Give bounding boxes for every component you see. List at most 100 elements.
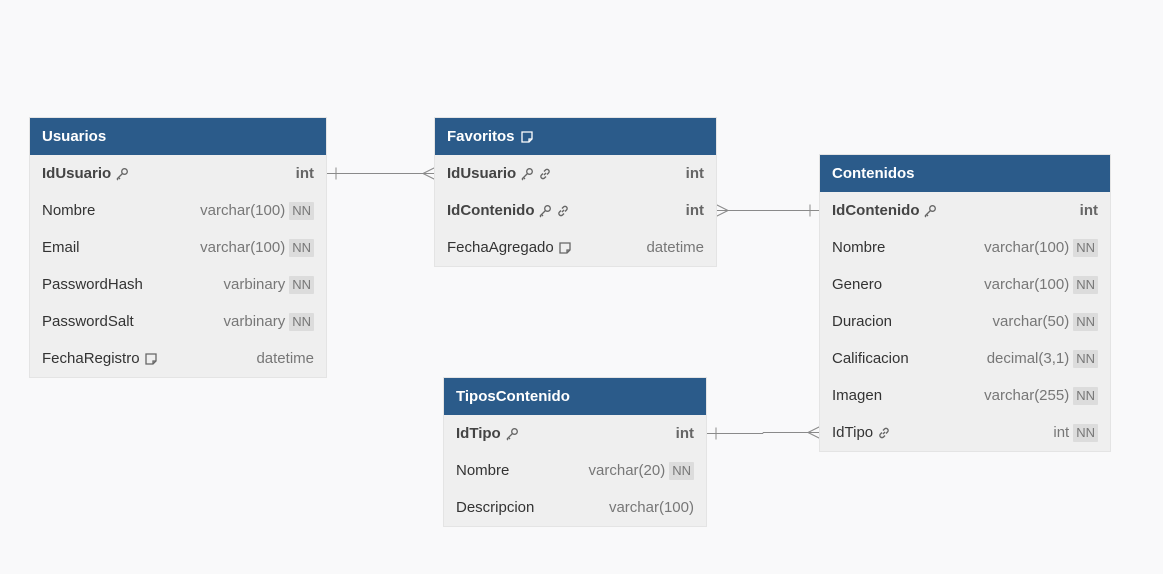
column-type-group: int xyxy=(676,425,694,442)
column-type: varchar(255) xyxy=(984,387,1070,404)
column-type: int xyxy=(1079,202,1098,219)
column-type-group: varchar(255)NN xyxy=(984,386,1098,405)
column-row[interactable]: FechaRegistro datetime xyxy=(30,340,326,377)
column-type-group: int xyxy=(1080,202,1098,219)
column-name: IdUsuario xyxy=(42,165,112,182)
column-name-group: PasswordHash xyxy=(42,276,143,293)
table-header[interactable]: TiposContenido xyxy=(444,378,706,415)
not-null-badge: NN xyxy=(669,461,694,480)
table-header[interactable]: Usuarios xyxy=(30,118,326,155)
column-row[interactable]: IdContenido int xyxy=(435,192,716,229)
column-name: IdContenido xyxy=(832,202,920,219)
column-row[interactable]: Imagen varchar(255)NN xyxy=(820,377,1110,414)
cardinality-many-mark xyxy=(715,210,729,217)
column-name-group: PasswordSalt xyxy=(42,313,134,330)
column-type-group: varchar(100)NN xyxy=(984,275,1098,294)
column-type-group: varchar(50)NN xyxy=(992,312,1098,331)
column-type: int xyxy=(675,425,694,442)
column-name: Calificacion xyxy=(832,350,909,367)
cardinality-many-mark xyxy=(715,204,729,211)
column-name: Imagen xyxy=(832,387,883,404)
column-name: Nombre xyxy=(832,239,886,256)
column-type: varchar(100) xyxy=(984,239,1070,256)
not-null-badge: NN xyxy=(1073,312,1098,331)
column-type-group: decimal(3,1)NN xyxy=(986,349,1098,368)
column-row[interactable]: Descripcion varchar(100) xyxy=(444,489,706,526)
cardinality-many-mark xyxy=(807,426,821,433)
not-null-badge: NN xyxy=(1073,238,1098,257)
not-null-badge: NN xyxy=(1073,275,1098,294)
column-type: datetime xyxy=(256,350,314,367)
column-type: int xyxy=(685,165,704,182)
column-type-group: varchar(100) xyxy=(609,499,694,516)
column-name: IdTipo xyxy=(832,424,874,441)
primary-key-icon xyxy=(923,204,937,218)
column-name-group: IdContenido xyxy=(447,202,570,219)
column-name: IdUsuario xyxy=(447,165,517,182)
column-name-group: Nombre xyxy=(42,202,95,219)
column-name-group: Email xyxy=(42,239,80,256)
column-name-group: IdTipo xyxy=(832,424,891,441)
column-row[interactable]: Duracion varchar(50)NN xyxy=(820,303,1110,340)
table-header[interactable]: Favoritos xyxy=(435,118,716,155)
column-name: FechaRegistro xyxy=(42,350,140,367)
primary-key-icon xyxy=(115,167,129,181)
table-title: Usuarios xyxy=(42,128,107,145)
column-name: IdContenido xyxy=(447,202,535,219)
column-type-group: int xyxy=(686,165,704,182)
foreign-key-link-icon xyxy=(556,204,570,218)
not-null-badge: NN xyxy=(289,312,314,331)
column-type: datetime xyxy=(646,239,704,256)
column-row[interactable]: IdTipo int xyxy=(444,415,706,452)
note-icon xyxy=(144,352,158,366)
column-name-group: Nombre xyxy=(456,462,509,479)
column-name-group: Genero xyxy=(832,276,882,293)
column-row[interactable]: IdUsuario int xyxy=(435,155,716,192)
column-type-group: int xyxy=(686,202,704,219)
column-type: varchar(50) xyxy=(992,313,1070,330)
column-name-group: Duracion xyxy=(832,313,892,330)
column-name-group: IdTipo xyxy=(456,425,519,442)
column-row[interactable]: Nombre varchar(100)NN xyxy=(30,192,326,229)
column-name-group: Descripcion xyxy=(456,499,534,516)
column-row[interactable]: Email varchar(100)NN xyxy=(30,229,326,266)
column-name-group: Imagen xyxy=(832,387,882,404)
column-type: decimal(3,1) xyxy=(986,350,1070,367)
table-title: TiposContenido xyxy=(456,388,570,405)
column-type: varchar(100) xyxy=(200,202,286,219)
column-name: Nombre xyxy=(456,462,510,479)
not-null-badge: NN xyxy=(289,275,314,294)
not-null-badge: NN xyxy=(289,201,314,220)
column-row[interactable]: Nombre varchar(100)NN xyxy=(820,229,1110,266)
column-type: varchar(100) xyxy=(200,239,286,256)
table-header[interactable]: Contenidos xyxy=(820,155,1110,192)
cardinality-many-mark xyxy=(422,167,436,174)
column-name: Genero xyxy=(832,276,883,293)
column-type-group: varchar(100)NN xyxy=(200,238,314,257)
cardinality-many-mark xyxy=(422,173,436,180)
primary-key-icon xyxy=(520,167,534,181)
column-type-group: datetime xyxy=(646,239,704,256)
column-type: varbinary xyxy=(223,276,286,293)
not-null-badge: NN xyxy=(1073,349,1098,368)
primary-key-icon xyxy=(538,204,552,218)
column-row[interactable]: IdContenido int xyxy=(820,192,1110,229)
column-type-group: datetime xyxy=(256,350,314,367)
column-row[interactable]: Genero varchar(100)NN xyxy=(820,266,1110,303)
column-row[interactable]: Calificacion decimal(3,1)NN xyxy=(820,340,1110,377)
table-title: Contenidos xyxy=(832,165,915,182)
column-name: Duracion xyxy=(832,313,893,330)
